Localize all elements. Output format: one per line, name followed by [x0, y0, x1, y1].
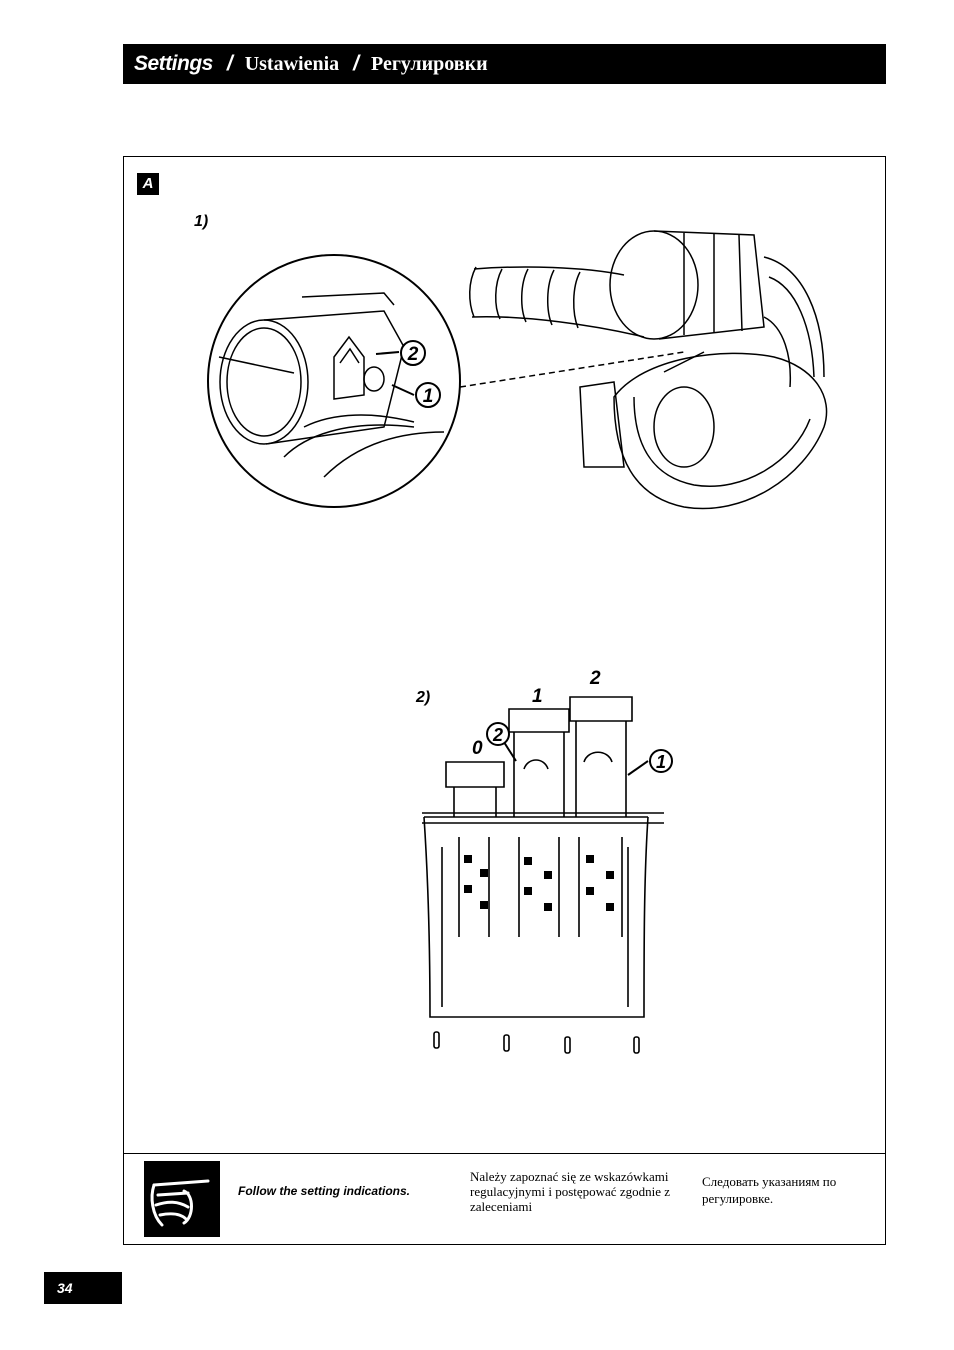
callout-circle [486, 722, 510, 746]
position-0-label: 0 [472, 738, 483, 759]
figure-1-drawing [207, 230, 828, 510]
title-en: Settings [134, 52, 213, 75]
position-2-label: 2 [589, 668, 601, 689]
title-pl: Ustawienia [244, 52, 340, 75]
callout-circle [415, 382, 441, 408]
title-separator: / [353, 52, 359, 75]
title-separator: / [226, 52, 233, 75]
step-1-label: 1) [194, 213, 209, 230]
notes-divider [124, 1153, 885, 1154]
callout-2-label: 2 [407, 344, 419, 365]
note-russian: Следовать указаниям по регулировке. [702, 1174, 837, 1206]
callout-2-label: 2 [492, 725, 503, 745]
figure-1-callouts: 2 1 [400, 340, 441, 408]
note-polish: Należy zapoznać się ze wskazówkami regul… [470, 1169, 670, 1214]
header-bar: Settings / Ustawienia / Регулировки [123, 44, 886, 84]
callout-circle [400, 340, 426, 366]
callout-circle [649, 749, 673, 773]
callout-1-label: 1 [656, 752, 666, 772]
illustration-frame: A 1) 2) [123, 156, 886, 1245]
step-2-label: 2) [416, 689, 431, 706]
title-ru: Регулировки [370, 52, 488, 75]
section-label: A [137, 173, 159, 195]
pointing-hand-icon [144, 1161, 220, 1237]
note-english: Follow the setting indications. [238, 1184, 411, 1198]
position-1-label: 1 [532, 686, 543, 707]
page-number: 34 [44, 1272, 122, 1304]
figure-2-drawing: 0 1 2 2 1 [422, 668, 673, 1054]
callout-1-label: 1 [423, 386, 434, 407]
